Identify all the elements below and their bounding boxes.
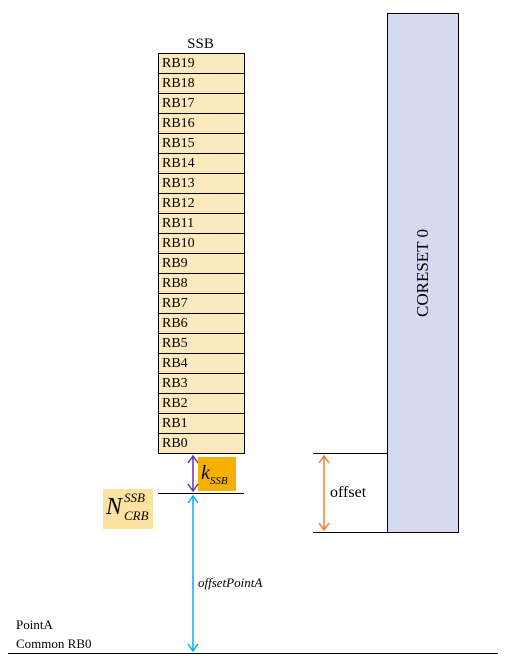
point-a-baseline [8, 653, 498, 654]
offset-point-a-arrow [187, 494, 199, 653]
ssb-rb-cell: RB6 [159, 314, 244, 334]
ssb-rb-cell: RB14 [159, 154, 244, 174]
ssb-rb-cell: RB9 [159, 254, 244, 274]
ssb-rb-cell: RB1 [159, 414, 244, 434]
k-ssb-arrow [187, 454, 199, 493]
coreset-0-block [387, 13, 459, 533]
ssb-rb-cell: RB17 [159, 94, 244, 114]
n-crb-sub-label: CRB [124, 508, 149, 523]
ssb-rb-cell: RB19 [159, 54, 244, 74]
ssb-rb-cell: RB16 [159, 114, 244, 134]
coreset-bottom-ref-line [313, 532, 388, 533]
offset-arrow [318, 454, 330, 532]
ssb-rb-cell: RB18 [159, 74, 244, 94]
n-crb-main-label: N [106, 494, 123, 520]
ssb-rb-cell: RB12 [159, 194, 244, 214]
n-crb-sup-label: SSB [124, 490, 145, 505]
k-ssb-label: kSSB [201, 462, 228, 487]
ssb-bottom-ref-line [158, 493, 244, 494]
offset-point-a-label: offsetPointA [198, 575, 263, 590]
ssb-rb-cell: RB15 [159, 134, 244, 154]
common-rb0-label: Common RB0 [16, 636, 92, 651]
point-a-label: PointA [16, 617, 53, 632]
coreset-top-ref-line [313, 453, 388, 454]
ssb-rb-cell: RB5 [159, 334, 244, 354]
ssb-rb-cell: RB8 [159, 274, 244, 294]
ssb-rb-cell: RB4 [159, 354, 244, 374]
n-crb-ssb-highlight [103, 489, 153, 529]
ssb-rb-cell: RB10 [159, 234, 244, 254]
ssb-rb-cell: RB11 [159, 214, 244, 234]
k-ssb-highlight [198, 457, 236, 491]
ssb-rb-cell: RB0 [159, 434, 244, 454]
ssb-rb-cell: RB2 [159, 394, 244, 414]
offset-label: offset [330, 484, 367, 501]
ssb-rb-cell: RB7 [159, 294, 244, 314]
ssb-title: SSB [187, 36, 214, 52]
ssb-rb-cell: RB13 [159, 174, 244, 194]
ssb-rb-cell: RB3 [159, 374, 244, 394]
